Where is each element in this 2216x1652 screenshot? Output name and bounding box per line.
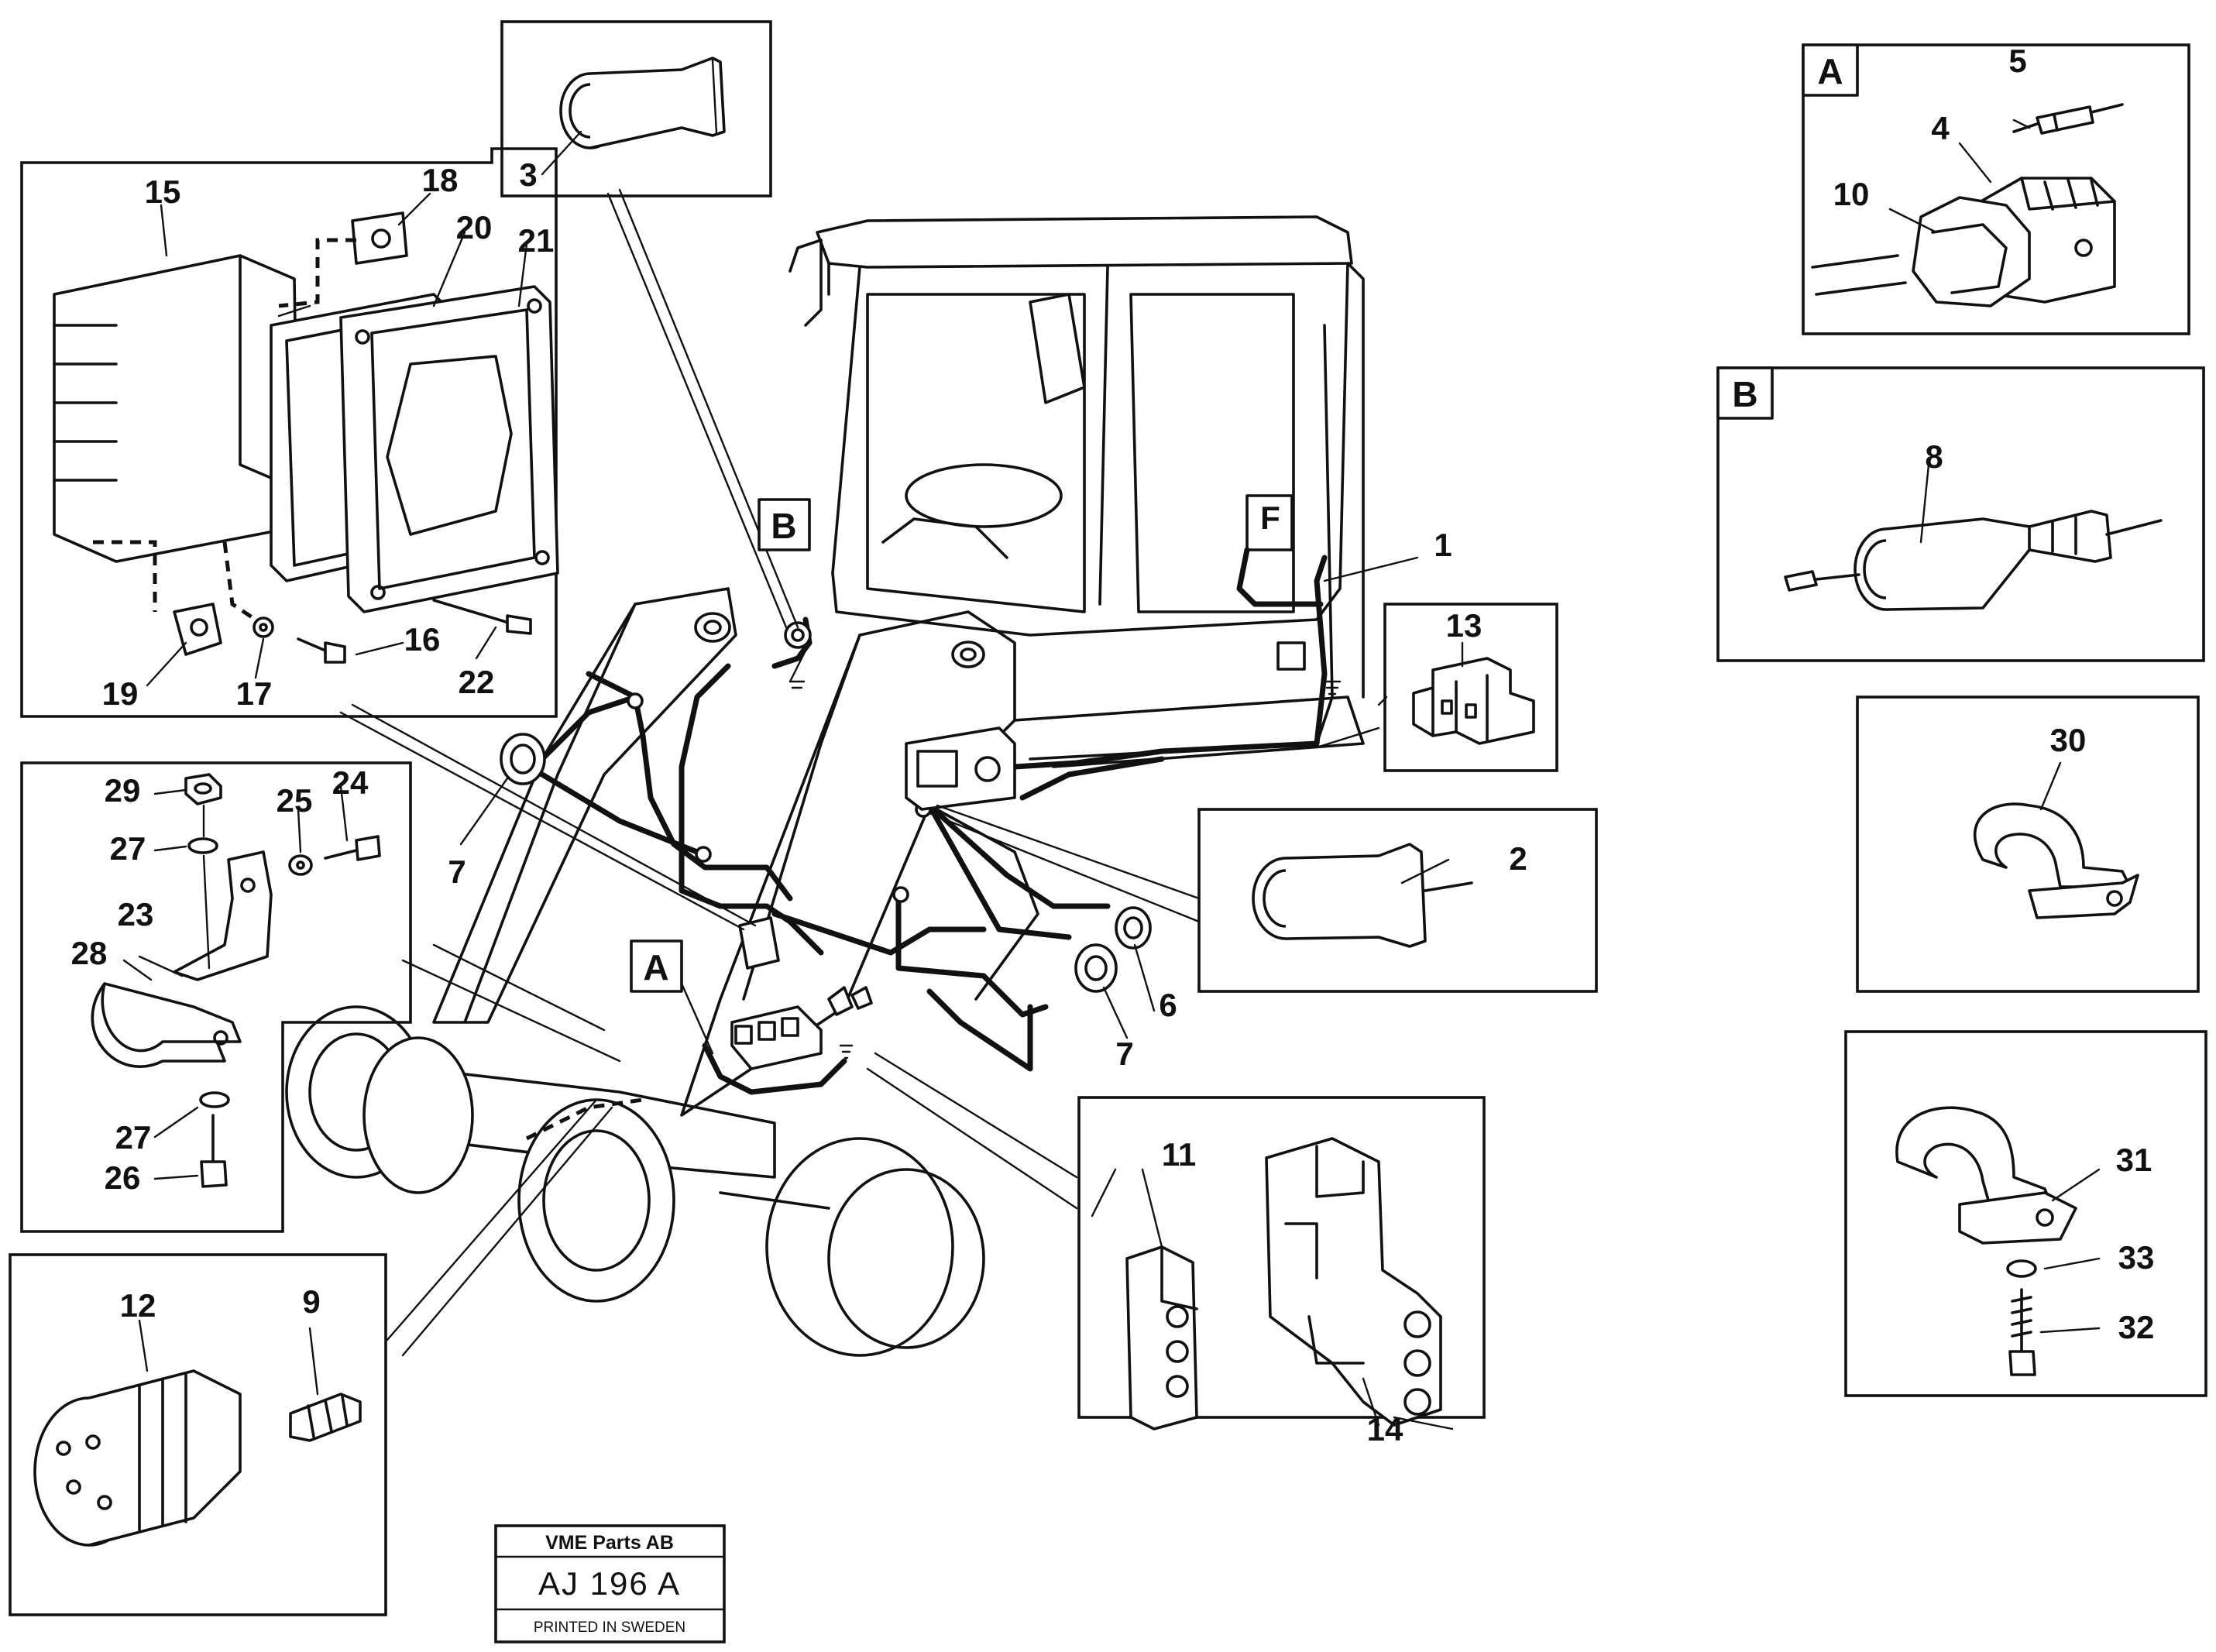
loader-machine: F	[285, 215, 1365, 1357]
callout-9: 9	[302, 1283, 320, 1320]
title-company: VME Parts AB	[545, 1532, 674, 1554]
marker-a-main-box	[630, 939, 683, 993]
callout-24: 24	[332, 764, 369, 801]
callout-leaders	[122, 118, 2101, 1430]
marker-a-main: A	[643, 947, 668, 987]
callout-4: 4	[1931, 110, 1950, 146]
callout-7a: 7	[448, 853, 466, 890]
callout-11: 11	[1162, 1136, 1196, 1173]
callout-18: 18	[422, 162, 459, 198]
callout-1: 1	[1434, 527, 1452, 563]
callout-27a: 27	[110, 830, 146, 867]
marker-b-main-box	[758, 498, 811, 551]
callout-14: 14	[1367, 1411, 1403, 1448]
f-label: F	[1260, 500, 1280, 536]
callout-32: 32	[2118, 1309, 2155, 1345]
callout-15: 15	[145, 173, 181, 210]
inset-31	[1844, 1030, 2207, 1397]
callout-19: 19	[102, 675, 139, 712]
callout-28: 28	[71, 935, 108, 971]
inset-detail-a	[1802, 43, 2190, 335]
callout-12: 12	[120, 1287, 156, 1324]
title-printed: PRINTED IN SWEDEN	[534, 1619, 685, 1636]
callout-13: 13	[1446, 607, 1482, 644]
inset-connectors	[1077, 1096, 1486, 1430]
inset-bracket	[20, 761, 412, 1233]
wiring-harness	[500, 547, 1342, 1095]
detail-b-label: B	[1732, 374, 1757, 414]
detail-letters: A B B A	[643, 51, 1843, 987]
callout-23: 23	[118, 896, 154, 932]
title-code: AJ 196 A	[538, 1565, 681, 1602]
detail-a-label: A	[1817, 51, 1843, 91]
callout-6: 6	[1159, 987, 1177, 1023]
callout-29: 29	[105, 772, 141, 809]
inset-socket	[9, 1253, 387, 1616]
callout-33: 33	[2118, 1239, 2155, 1276]
callout-26: 26	[105, 1159, 141, 1196]
callout-10: 10	[1833, 176, 1870, 212]
main-markers	[630, 498, 811, 993]
callout-30: 30	[2050, 722, 2087, 758]
inset-30	[1856, 695, 2200, 993]
callout-8: 8	[1925, 438, 1943, 475]
callout-31: 31	[2116, 1142, 2152, 1178]
callout-21: 21	[518, 222, 555, 259]
callout-3: 3	[519, 156, 537, 193]
callout-2: 2	[1509, 840, 1527, 877]
title-block: VME Parts AB AJ 196 A PRINTED IN SWEDEN	[494, 1524, 726, 1643]
callout-7b: 7	[1115, 1036, 1133, 1072]
callout-5: 5	[2008, 43, 2026, 79]
inset-detail-b	[1716, 366, 2205, 662]
inset-13	[1383, 603, 1558, 772]
callout-numbers: 1 2 3 4 5 6 7 7 8 9 10 11 12 13 14 15 16…	[71, 43, 2155, 1448]
callout-16: 16	[404, 621, 441, 658]
callout-17: 17	[236, 675, 273, 712]
inset-2	[1197, 808, 1598, 993]
callout-20: 20	[456, 209, 493, 246]
callout-22: 22	[459, 664, 495, 700]
callout-25: 25	[277, 782, 313, 819]
marker-b-main: B	[771, 506, 796, 546]
callout-27b: 27	[115, 1119, 152, 1156]
inset-3	[500, 20, 772, 197]
leader-lines	[339, 188, 1388, 1357]
inset-ecu	[20, 147, 559, 718]
